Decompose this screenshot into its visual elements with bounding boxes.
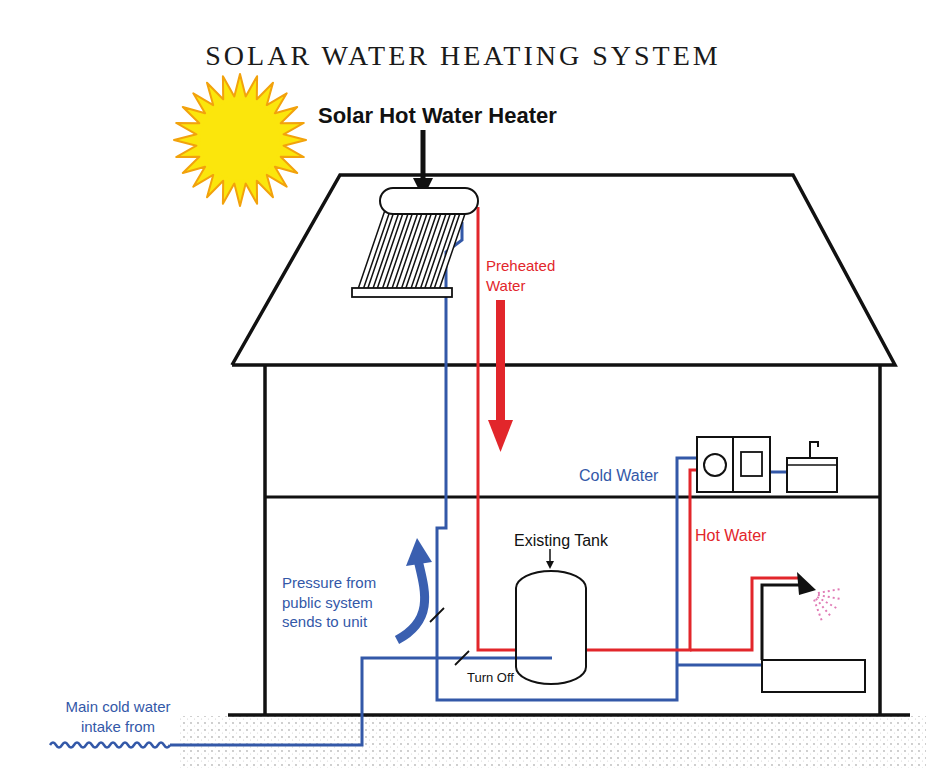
node-label: Existing Tank	[514, 532, 608, 550]
spray-drops	[814, 600, 822, 623]
flow-arrowhead	[488, 420, 513, 452]
pipe-label: Hot Water	[695, 526, 766, 547]
cold-pipe	[437, 458, 697, 700]
pressure-arrow	[397, 560, 425, 640]
bathtub	[762, 660, 865, 692]
shower-head	[797, 572, 816, 595]
spray-drops	[816, 599, 831, 617]
washer	[697, 437, 733, 492]
hot-pipe	[587, 470, 697, 650]
diagram-title: SOLAR WATER HEATING SYSTEM	[0, 40, 926, 72]
pointer-arrowhead	[546, 561, 554, 569]
node-label: Solar Hot Water Heater	[318, 103, 557, 129]
collector-drawing	[352, 185, 478, 300]
collector-frame	[352, 288, 452, 297]
cold-pipe	[770, 471, 787, 474]
pipe-label: Cold Water	[579, 466, 658, 487]
pressure-arrowhead	[406, 538, 432, 566]
pointer-arrow	[421, 130, 426, 180]
spray-drops	[818, 595, 842, 599]
valve-mark	[430, 608, 444, 622]
solar-collector: Solar Hot Water Heater	[352, 185, 478, 300]
sink-cabinet	[787, 458, 837, 492]
ground-line	[228, 713, 910, 717]
ground-soil	[180, 716, 926, 768]
spray-drops	[818, 589, 842, 593]
sun-symbol	[174, 74, 306, 206]
sink-faucet	[810, 442, 818, 458]
roof-outline	[232, 175, 895, 365]
collector-tube	[436, 209, 464, 291]
flow-label: Preheated Water	[486, 256, 566, 295]
house-wall	[878, 365, 882, 715]
collector-tubes	[360, 209, 464, 291]
storage-tank: Existing Tank	[515, 570, 587, 685]
sun-rays	[174, 74, 306, 206]
washer-door	[704, 454, 726, 476]
house-wall	[263, 365, 267, 715]
flow-arrow	[496, 300, 505, 422]
floor-line	[265, 496, 880, 499]
valve-label: Turn Off	[467, 670, 514, 687]
sink-basin	[787, 464, 837, 466]
intake-label: Main cold water intake from	[52, 697, 184, 736]
valve-mark	[455, 651, 469, 665]
sun-disc	[200, 100, 280, 180]
hot-pipe	[690, 578, 800, 650]
dryer	[733, 437, 770, 492]
cold-pipe	[677, 664, 762, 667]
collector-cylinder	[380, 188, 478, 214]
pressure-note: Pressure from public system sends to uni…	[282, 573, 394, 632]
pointer-arrow	[549, 549, 551, 562]
shower-spray	[814, 589, 841, 622]
water-wave	[50, 743, 170, 748]
dryer-door	[741, 452, 762, 476]
collector-tube	[436, 209, 464, 291]
shower-pipe	[762, 585, 800, 660]
